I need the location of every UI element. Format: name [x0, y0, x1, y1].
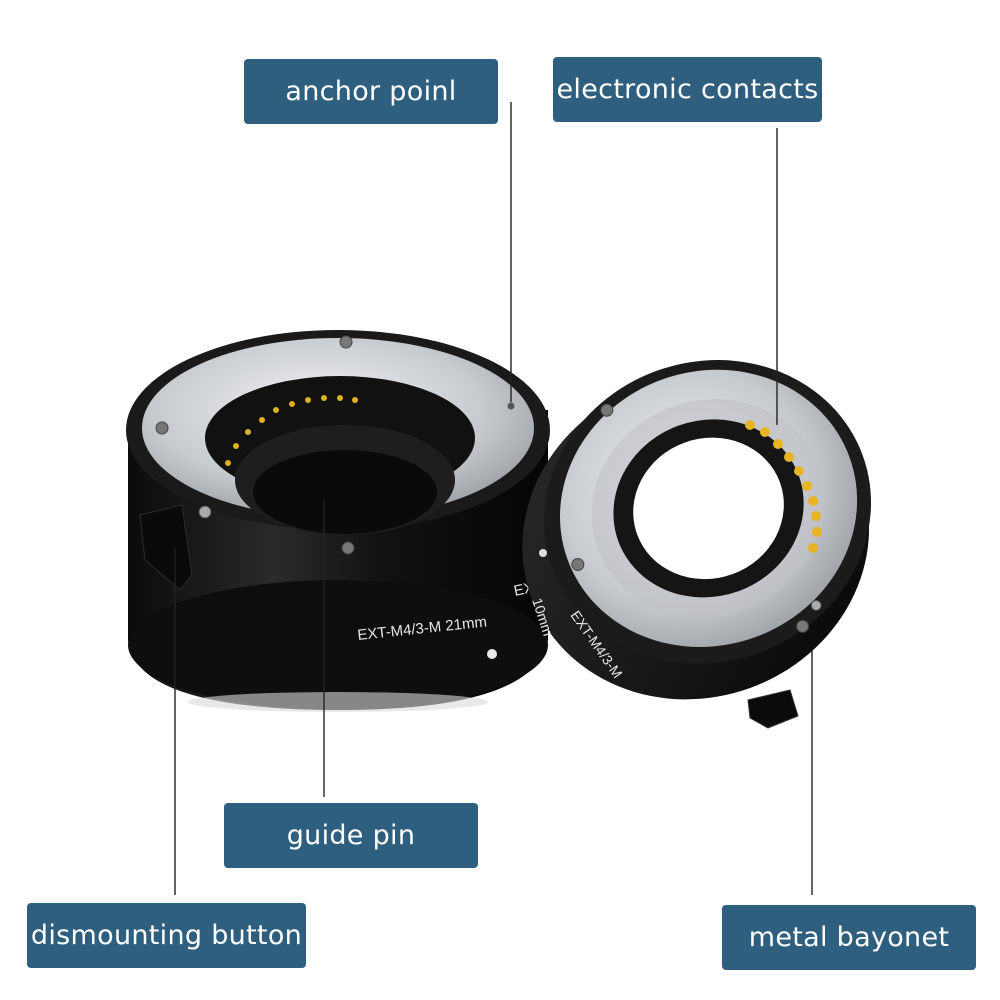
large-tube-contacts — [225, 395, 358, 466]
anchor-point-label: anchor poinl — [244, 59, 498, 124]
metal-bayonet-label: metal bayonet — [722, 905, 976, 970]
small-tube-release-tab — [747, 689, 799, 729]
electronic-contacts-label: electronic contacts — [553, 57, 822, 122]
large-extension-tube: EXT-M4/3-M 21mm EX — [126, 330, 550, 712]
small-tube-contacts — [745, 420, 822, 553]
dismounting-button-label: dismounting button — [27, 903, 306, 968]
small-extension-tube — [522, 360, 872, 700]
guide-pin-label: guide pin — [224, 803, 478, 868]
leader-lines — [174, 102, 813, 895]
